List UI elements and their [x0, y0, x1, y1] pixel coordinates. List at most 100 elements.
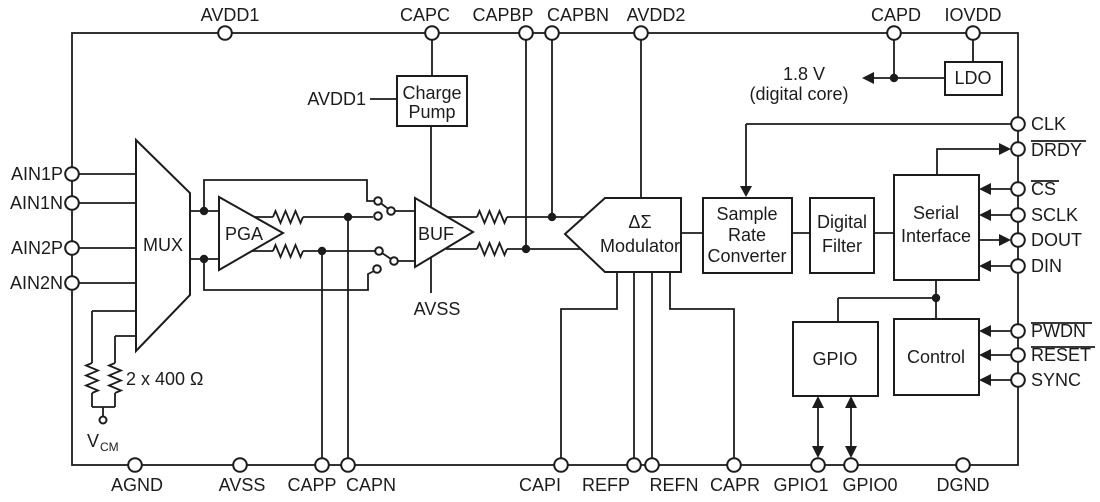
pin-refp [626, 457, 642, 473]
pin-label-pwdn: PWDN [1031, 321, 1086, 341]
pin-refn [644, 457, 660, 473]
core-voltage-note: (digital core) [749, 84, 848, 104]
pin-avdd2 [633, 25, 649, 41]
pin-label-capd: CAPD [871, 5, 921, 25]
switch-contact [373, 211, 383, 221]
pin-pwdn [1010, 323, 1026, 339]
resistor-symbols [83, 208, 508, 394]
block-label-charge-pump-2: Pump [408, 102, 455, 122]
buf-supply-label: AVSS [414, 299, 461, 319]
pin-label-clk: CLK [1031, 114, 1066, 134]
modulator-block [563, 197, 682, 273]
pin-label-drdy: DRDY [1031, 140, 1082, 160]
block-label-src-3: Converter [707, 246, 786, 266]
pin-label-din: DIN [1031, 256, 1062, 276]
pin-capr [726, 457, 742, 473]
serial-interface-block [893, 174, 980, 281]
pin-label-capr: CAPR [710, 475, 760, 495]
pin-label-refp: REFP [582, 475, 630, 495]
pin-din [1010, 258, 1026, 274]
pin-label-reset: RESET [1031, 345, 1091, 365]
pin-gpio1 [810, 457, 826, 473]
input-resistors-label: 2 x 400 Ω [126, 369, 204, 389]
charge-pump-supply-label: AVDD1 [307, 89, 366, 109]
switch-contact [373, 196, 383, 206]
active-low-overlines [1031, 140, 1095, 348]
block-label-ldo: LDO [954, 68, 991, 88]
pin-label-gpio0: GPIO0 [842, 475, 897, 495]
block-label-serial-2: Interface [901, 226, 971, 246]
pin-label-cs: CS [1031, 179, 1056, 199]
pin-label-agnd: AGND [111, 475, 163, 495]
gpio-block [792, 321, 879, 397]
block-label-src-1: Sample [716, 204, 777, 224]
pin-label-sync: SYNC [1031, 370, 1081, 390]
vcm-label: V [87, 431, 99, 451]
pin-dout [1010, 232, 1026, 248]
resistor-symbol [476, 240, 508, 258]
pin-agnd [127, 457, 143, 473]
pin-clk [1010, 116, 1026, 132]
charge-pump-block [396, 75, 468, 127]
pin-label-dgnd: DGND [937, 475, 990, 495]
pin-label-ain1n: AIN1N [10, 193, 63, 213]
pin-ain2p [64, 240, 80, 256]
pin-label-capbn: CAPBN [547, 5, 609, 25]
junction-dots [199, 73, 941, 303]
control-block [893, 318, 980, 396]
pin-capn [340, 457, 356, 473]
switch-contact [374, 246, 384, 256]
pin-label-dout: DOUT [1031, 230, 1082, 250]
sample-rate-converter-block [702, 197, 793, 274]
pga-amplifier [218, 195, 286, 272]
pin-label-ain2n: AIN2N [10, 273, 63, 293]
mux-block [135, 137, 191, 354]
pin-label-capn: CAPN [346, 475, 396, 495]
vcm-subscript: CM [100, 440, 119, 454]
digital-filter-block [809, 197, 875, 274]
pin-reset [1010, 347, 1026, 363]
pin-circles [64, 25, 1026, 473]
pin-cs [1010, 181, 1026, 197]
block-label-buf: BUF [418, 224, 454, 244]
pin-label-sclk: SCLK [1031, 205, 1078, 225]
pin-gpio0 [843, 457, 859, 473]
pin-sync [1010, 372, 1026, 388]
pin-avdd1 [217, 25, 233, 41]
vcm-terminal [98, 415, 108, 425]
pin-dgnd [955, 457, 971, 473]
resistor-symbol [272, 208, 304, 226]
pin-capc [424, 25, 440, 41]
pin-label-iovdd: IOVDD [944, 5, 1001, 25]
wiring [71, 32, 1019, 466]
pin-capp [314, 457, 330, 473]
pin-sclk [1010, 207, 1026, 223]
block-label-src-2: Rate [728, 225, 766, 245]
block-label-modulator-1: ΔΣ [628, 212, 651, 232]
switch-contact [386, 206, 396, 216]
resistor-symbol [272, 242, 304, 260]
block-label-control: Control [907, 347, 965, 367]
pin-label-capc: CAPC [400, 5, 450, 25]
pin-drdy [1010, 141, 1026, 157]
pin-label-capp: CAPP [287, 475, 336, 495]
pin-capbn [544, 25, 560, 41]
block-label-modulator-2: Modulator [600, 236, 680, 256]
pin-ain2n [64, 275, 80, 291]
pin-label-capbp: CAPBP [472, 5, 533, 25]
pin-label-gpio1: GPIO1 [773, 475, 828, 495]
block-label-charge-pump-1: Charge [402, 83, 461, 103]
pin-label-ain1p: AIN1P [11, 164, 63, 184]
block-label-pga: PGA [225, 224, 263, 244]
pin-avss [232, 457, 248, 473]
arrowheads [740, 72, 1011, 458]
pin-ain1p [64, 166, 80, 182]
resistor-symbol [476, 208, 508, 226]
pin-iovdd [965, 25, 981, 41]
pin-label-capi: CAPI [519, 475, 561, 495]
pin-capbp [518, 25, 534, 41]
buf-amplifier [414, 196, 475, 269]
block-label-filter-2: Filter [822, 236, 862, 256]
pin-label-avss: AVSS [219, 475, 266, 495]
